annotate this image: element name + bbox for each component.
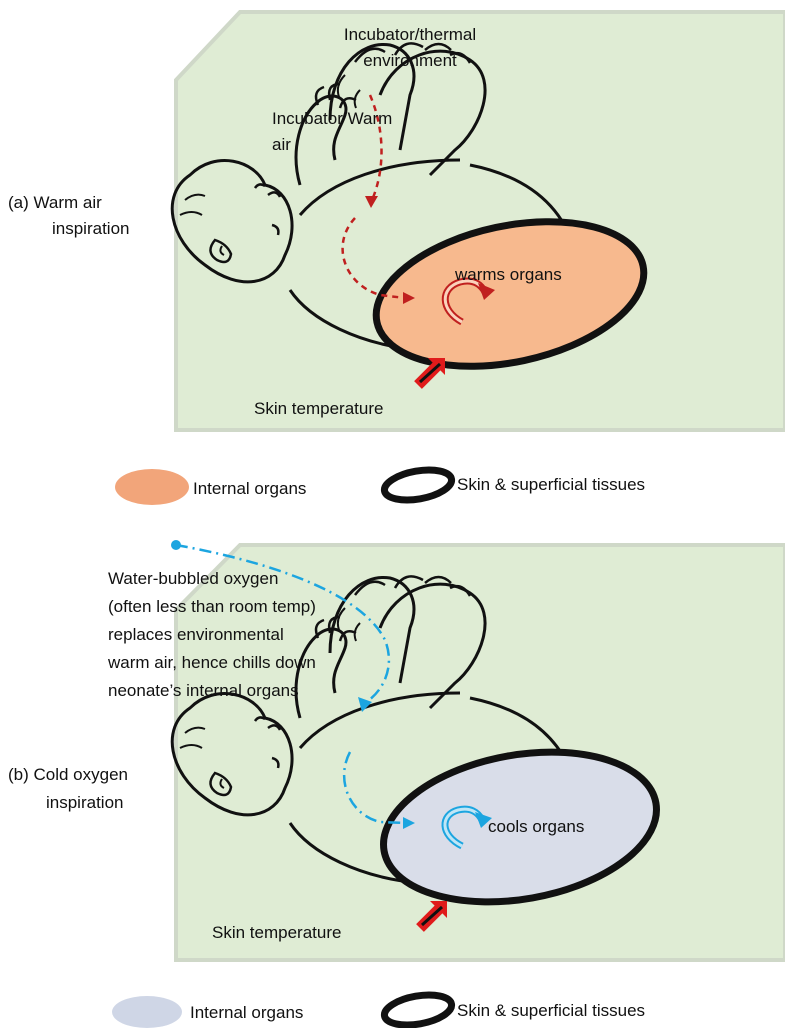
legend-organs-label-b: Internal organs bbox=[190, 1000, 303, 1026]
legend-skin-label-a: Skin & superficial tissues bbox=[457, 472, 645, 498]
legend-organ-swatch-b bbox=[112, 996, 182, 1028]
warms-organs-label: warms organs bbox=[455, 262, 562, 288]
oxygen-label-line4: warm air, hence chills down bbox=[108, 650, 316, 676]
skin-temperature-label-b: Skin temperature bbox=[212, 920, 341, 946]
panel-b-label-line1: (b) Cold oxygen bbox=[8, 762, 128, 788]
panel-a-label-line2: inspiration bbox=[52, 216, 130, 242]
legend-organ-swatch-a bbox=[115, 469, 189, 505]
skin-temperature-label-a: Skin temperature bbox=[254, 396, 383, 422]
skin-ring-icon-a bbox=[382, 465, 454, 504]
panel-b-label-line2: inspiration bbox=[46, 790, 124, 816]
oxygen-label-line2: (often less than room temp) bbox=[108, 594, 316, 620]
cools-organs-label: cools organs bbox=[488, 814, 584, 840]
oxygen-label-line5: neonate’s internal organs bbox=[108, 678, 299, 704]
oxygen-label-line3: replaces environmental bbox=[108, 622, 284, 648]
env-label-line2: environment bbox=[320, 48, 500, 74]
warm-air-label-line2: air bbox=[272, 132, 291, 158]
oxygen-label-line1: Water-bubbled oxygen bbox=[108, 566, 278, 592]
env-label-line1: Incubator/thermal bbox=[320, 22, 500, 48]
skin-ring-icon-b bbox=[382, 990, 454, 1028]
panel-a-label-line1: (a) Warm air bbox=[8, 190, 102, 216]
legend-skin-label-b: Skin & superficial tissues bbox=[457, 998, 645, 1024]
legend-organs-label-a: Internal organs bbox=[193, 476, 306, 502]
warm-air-label-line1: Incubator Warm bbox=[272, 106, 392, 132]
